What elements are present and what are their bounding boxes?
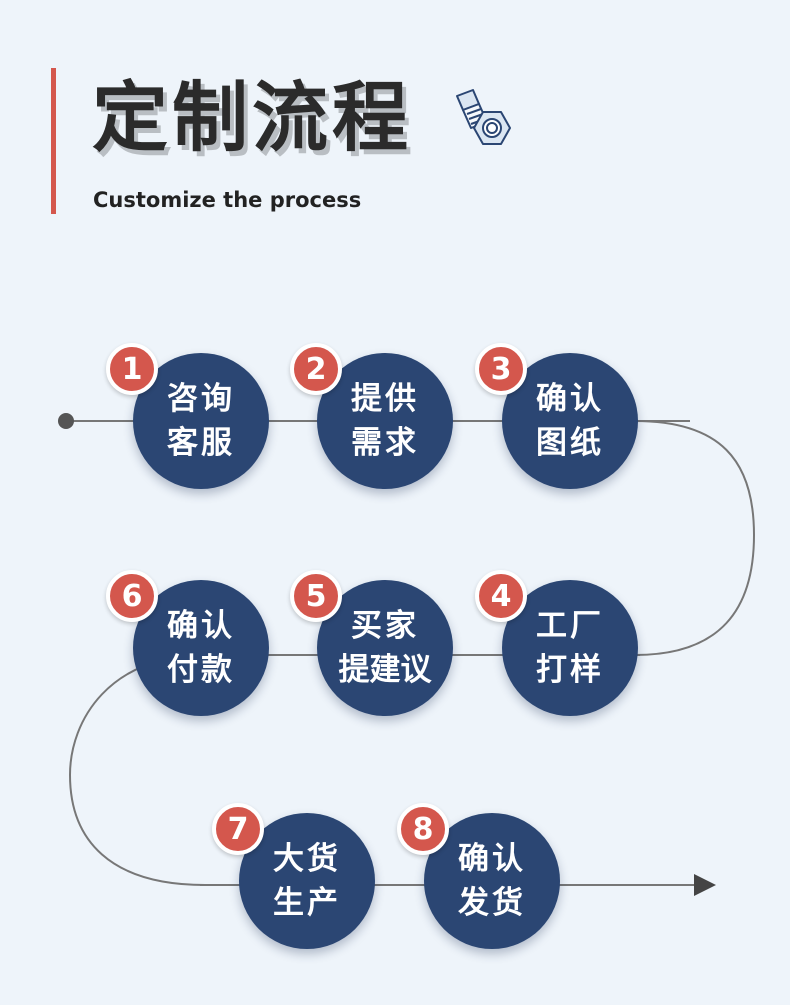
step-6: 确认 付款 6: [106, 570, 269, 716]
step-label-line2: 提建议: [338, 652, 432, 688]
flow-start-dot: [58, 413, 74, 429]
step-label-line1: 确认: [167, 608, 235, 644]
step-number-badge: 7: [212, 803, 264, 855]
step-label-line2: 生产: [273, 885, 341, 921]
step-label-line2: 打样: [536, 652, 604, 688]
step-circle: 工厂 打样: [502, 580, 638, 716]
step-label-line1: 确认: [536, 381, 604, 417]
step-5: 买家 提建议 5: [290, 570, 453, 716]
flow-curve-right: [634, 420, 756, 656]
bolt-nut-icon: [456, 89, 511, 145]
page-subtitle: Customize the process: [93, 188, 362, 212]
step-number-badge: 8: [397, 803, 449, 855]
step-circle: 确认 付款: [133, 580, 269, 716]
step-number-badge: 6: [106, 570, 158, 622]
step-2: 提供 需求 2: [290, 343, 453, 489]
step-number-badge: 3: [475, 343, 527, 395]
step-1: 咨询 客服 1: [106, 343, 269, 489]
step-number-badge: 2: [290, 343, 342, 395]
step-7: 大货 生产 7: [212, 803, 375, 949]
step-label-line2: 发货: [458, 885, 526, 921]
step-number-badge: 1: [106, 343, 158, 395]
step-number-badge: 5: [290, 570, 342, 622]
accent-bar: [51, 68, 56, 214]
step-label-line1: 买家: [351, 608, 419, 644]
step-label-line1: 提供: [351, 381, 419, 417]
step-8: 确认 发货 8: [397, 803, 560, 949]
step-4: 工厂 打样 4: [475, 570, 638, 716]
step-label-line2: 图纸: [536, 425, 604, 461]
step-label-line2: 付款: [167, 652, 235, 688]
step-label-line2: 需求: [351, 425, 419, 461]
step-label-line1: 大货: [273, 841, 341, 877]
step-label-line1: 确认: [458, 841, 526, 877]
step-3: 确认 图纸 3: [475, 343, 638, 489]
flow-curve-left: [68, 654, 206, 886]
step-label-line2: 客服: [167, 425, 235, 461]
step-number-badge: 4: [475, 570, 527, 622]
step-label-line1: 工厂: [536, 608, 604, 644]
page-title: 定制流程: [92, 73, 412, 162]
step-circle: 咨询 客服: [133, 353, 269, 489]
step-label-line1: 咨询: [167, 381, 235, 417]
flow-arrowhead: [694, 874, 716, 896]
